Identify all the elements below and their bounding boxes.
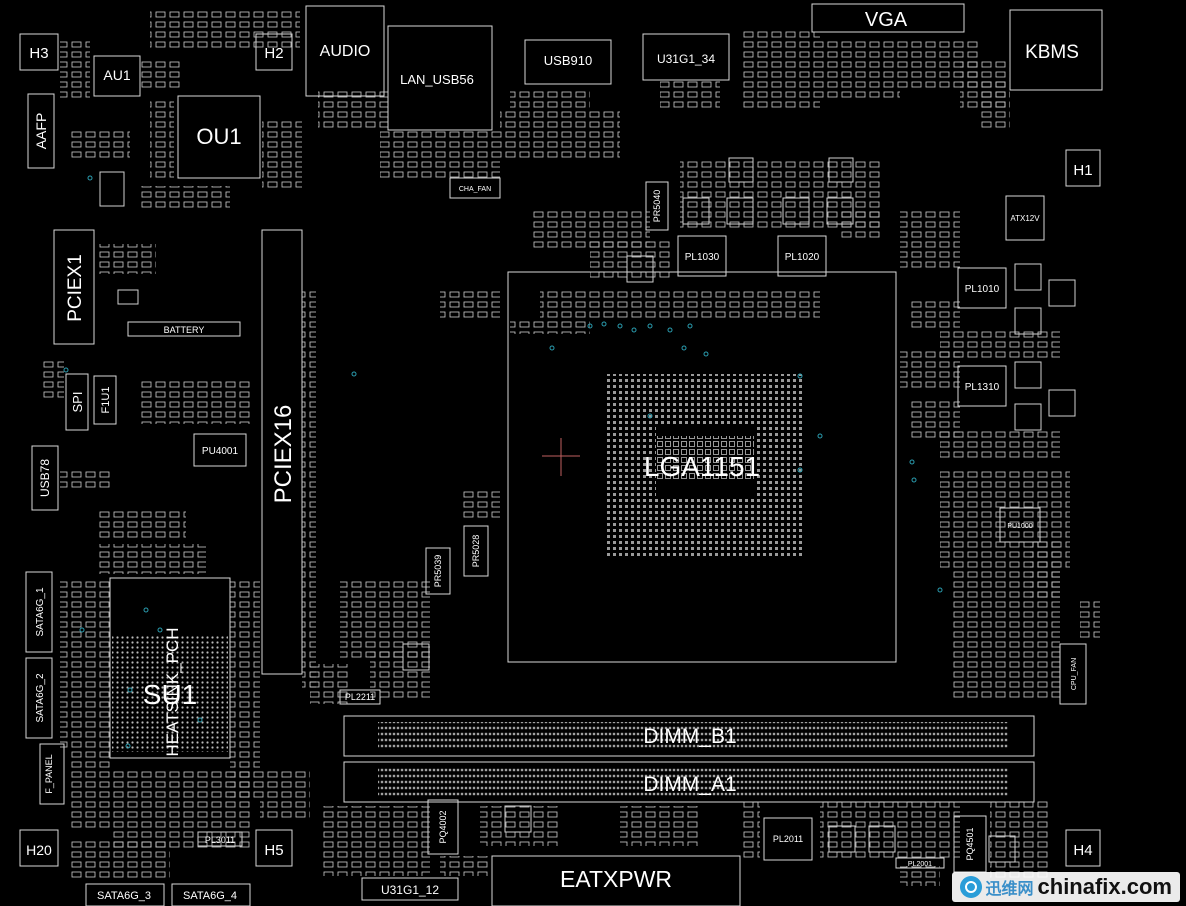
au1-label: AU1 bbox=[103, 67, 130, 83]
pr5039-resistor bbox=[425, 547, 451, 595]
sata6g-1-port bbox=[25, 571, 53, 653]
f-panel-header bbox=[39, 743, 65, 805]
h1-label: H1 bbox=[1073, 162, 1092, 179]
pciex1-label: PCIEX1 bbox=[65, 254, 86, 322]
dimm-b1-pins bbox=[378, 722, 1008, 750]
pr5028-resistor bbox=[463, 525, 489, 577]
usb78-label: USB78 bbox=[38, 459, 52, 497]
spi-header bbox=[65, 373, 89, 431]
pl2011-label: PL2011 bbox=[773, 834, 803, 844]
pr5040-resistor bbox=[645, 181, 669, 231]
h3-label: H3 bbox=[29, 45, 48, 62]
lan-usb56-label: LAN_USB56 bbox=[400, 72, 474, 87]
eatxpwr-label: EATXPWR bbox=[560, 866, 672, 892]
pu4001-label: PU4001 bbox=[202, 446, 239, 457]
h20-label: H20 bbox=[26, 842, 52, 858]
su1-label: SU1 bbox=[143, 679, 197, 710]
usb78-header bbox=[31, 445, 59, 511]
pu1000-label: PU1000 bbox=[1007, 523, 1032, 530]
h4-label: H4 bbox=[1073, 842, 1092, 859]
pl3011-label: PL3011 bbox=[205, 835, 235, 845]
pl1310-label: PL1310 bbox=[965, 382, 1000, 393]
pl1030-inductor bbox=[677, 235, 727, 277]
h20-hole bbox=[19, 829, 59, 867]
battery-label: BATTERY bbox=[164, 325, 205, 335]
h4-hole bbox=[1065, 829, 1101, 867]
pl2001-label: PL2001 bbox=[908, 861, 932, 868]
spi-label: SPI bbox=[70, 392, 85, 413]
lga1151-label: LGA1151 bbox=[644, 451, 760, 482]
sata6g-3-port bbox=[85, 883, 165, 906]
aafp-label: AAFP bbox=[33, 113, 49, 150]
cpu-fan-label: CPU_FAN bbox=[1071, 658, 1078, 690]
lga1151-socket-outline bbox=[507, 271, 897, 663]
sata6g-1-label: SATA6G_1 bbox=[35, 587, 46, 637]
ou1-chip bbox=[177, 95, 261, 179]
pr5040-label: PR5040 bbox=[652, 190, 662, 223]
eatxpwr-connector bbox=[491, 855, 741, 906]
f1u1-label: F1U1 bbox=[100, 387, 112, 414]
pciex1-slot bbox=[53, 229, 95, 345]
watermark-site-text: chinafix.com bbox=[1037, 874, 1172, 899]
sata6g-4-label: SATA6G_4 bbox=[183, 890, 237, 902]
ou1-label: OU1 bbox=[196, 124, 241, 149]
chinafix-watermark: 迅维网 chinafix.com bbox=[951, 872, 1180, 902]
su1-pch-balls bbox=[112, 636, 228, 752]
h3-hole bbox=[19, 33, 59, 71]
dimm-b1-slot bbox=[343, 715, 1035, 757]
vga-label: VGA bbox=[865, 9, 908, 31]
battery-label-box bbox=[127, 321, 241, 337]
h1-hole bbox=[1065, 149, 1101, 187]
watermark-chinese-text: 迅维网 bbox=[985, 879, 1034, 898]
pl1010-inductor bbox=[957, 267, 1007, 309]
heatsink-pch-label: HEATSINK_PCH bbox=[163, 627, 182, 756]
vga-connector bbox=[811, 3, 965, 33]
pl2011-inductor bbox=[763, 817, 813, 861]
sata6g-2-port bbox=[25, 657, 53, 739]
usb910-connector bbox=[524, 39, 612, 85]
pl1030-label: PL1030 bbox=[685, 252, 720, 263]
kbms-label: KBMS bbox=[1025, 42, 1079, 63]
u31g1-12-label: U31G1_12 bbox=[381, 883, 439, 897]
f-panel-label: F_PANEL bbox=[44, 754, 54, 793]
audio-label: AUDIO bbox=[320, 43, 371, 60]
usb910-label: USB910 bbox=[544, 53, 592, 68]
atx12v-label: ATX12V bbox=[1010, 214, 1040, 223]
pr5039-label: PR5039 bbox=[433, 555, 443, 588]
pq4501-label: PQ4501 bbox=[965, 827, 975, 860]
pl2211-label: PL2211 bbox=[345, 692, 375, 702]
aafp-header bbox=[27, 93, 55, 169]
sata6g-4-port bbox=[171, 883, 251, 906]
cha-fan-label: CHA_FAN bbox=[459, 186, 491, 193]
sata6g-2-label: SATA6G_2 bbox=[35, 673, 46, 723]
u31g1-12-header bbox=[361, 877, 459, 901]
lga1151-inner-pins bbox=[656, 436, 754, 480]
sata6g-3-label: SATA6G_3 bbox=[97, 890, 151, 902]
pu4001-chip bbox=[193, 433, 247, 467]
chinafix-logo-icon bbox=[959, 876, 982, 898]
pq4002-label: PQ4002 bbox=[438, 810, 448, 843]
dimm-a1-slot bbox=[343, 761, 1035, 803]
smd-component-fields bbox=[40, 10, 1100, 886]
atx12v-connector bbox=[1005, 195, 1045, 241]
pl1020-inductor bbox=[777, 235, 827, 277]
pl1010-label: PL1010 bbox=[965, 284, 1000, 295]
round-component-markers bbox=[99, 157, 1076, 863]
u31g1-34-label: U31G1_34 bbox=[657, 52, 715, 66]
dimm-a1-label: DIMM_A1 bbox=[643, 773, 736, 796]
h5-hole bbox=[255, 829, 293, 867]
h2-label: H2 bbox=[264, 45, 283, 62]
pl1020-label: PL1020 bbox=[785, 252, 820, 263]
via-dots bbox=[63, 175, 943, 749]
f1u1-chip bbox=[93, 375, 117, 425]
dimm-b1-label: DIMM_B1 bbox=[643, 725, 736, 748]
kbms-connector bbox=[1009, 9, 1103, 91]
cursor-crosshair-marker bbox=[542, 438, 580, 476]
pr5028-label: PR5028 bbox=[471, 535, 481, 568]
h5-label: H5 bbox=[264, 842, 283, 859]
dimm-a1-pins bbox=[378, 768, 1008, 796]
pciex16-label: PCIEX16 bbox=[270, 405, 297, 504]
